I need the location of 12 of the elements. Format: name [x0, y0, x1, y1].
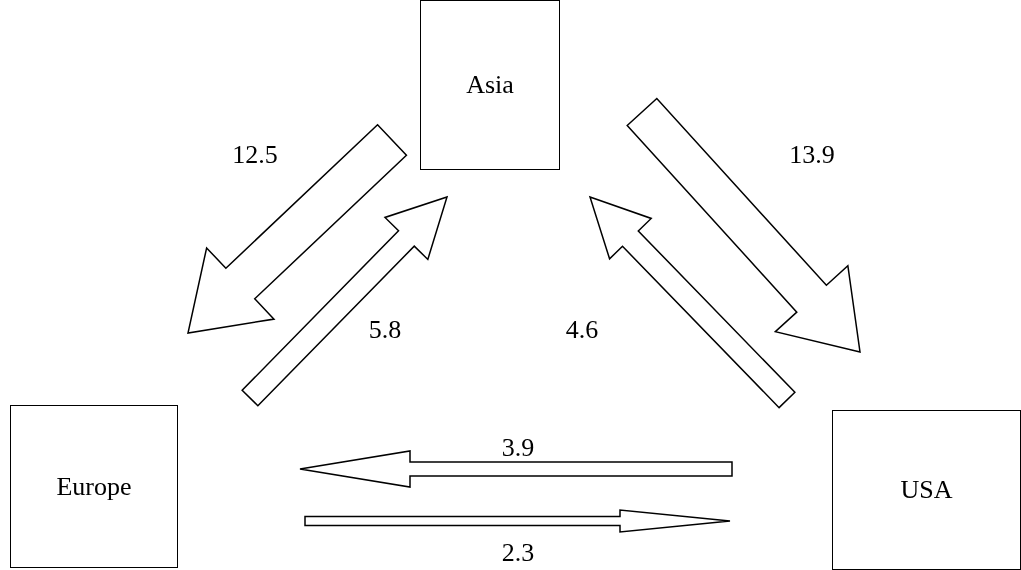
block-arrow: [299, 450, 733, 488]
region-box: [832, 410, 1021, 570]
block-arrow: [626, 97, 861, 353]
region-name: Europe: [56, 471, 132, 502]
region-box: [10, 405, 178, 568]
region-name: Asia: [466, 70, 514, 100]
region-box: [420, 0, 560, 170]
region-name: USA: [900, 475, 953, 505]
block-arrow: [588, 195, 796, 409]
block-arrow: [241, 195, 449, 407]
block-arrow: [187, 123, 408, 334]
block-arrow: [304, 509, 731, 533]
